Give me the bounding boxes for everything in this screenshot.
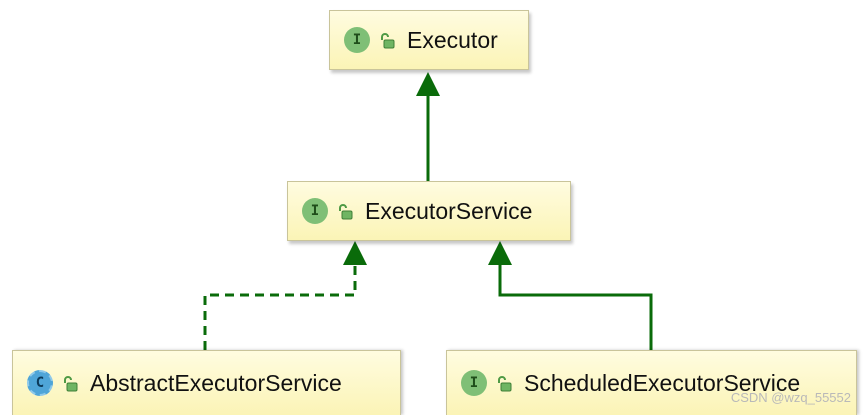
unlocked-lock-icon (379, 32, 395, 49)
node-label: Executor (407, 26, 498, 53)
node-label: ScheduledExecutorService (524, 369, 801, 396)
node-label: AbstractExecutorService (90, 369, 342, 396)
node-label: ExecutorService (365, 197, 533, 224)
node-scheduled-executor-service[interactable]: I ScheduledExecutorService (446, 350, 857, 415)
arrowhead-executorservice-right (488, 241, 512, 265)
interface-icon: I (302, 198, 328, 224)
edge-abstractexecutorservice-to-executorservice (203, 241, 367, 350)
edge-scheduledexecutorservice-to-executorservice (488, 241, 653, 350)
unlocked-lock-icon (337, 203, 353, 220)
edge-executorservice-to-executor (416, 72, 440, 181)
node-abstract-executor-service[interactable]: C AbstractExecutorService (12, 350, 401, 415)
watermark: CSDN @wzq_55552 (730, 390, 851, 405)
interface-icon: I (461, 370, 487, 396)
abstract-class-icon: C (27, 370, 53, 396)
arrowhead-executor (416, 72, 440, 96)
node-executor[interactable]: I Executor (329, 10, 529, 70)
node-executor-service[interactable]: I ExecutorService (287, 181, 571, 241)
unlocked-lock-icon (62, 375, 78, 392)
arrowhead-executorservice-left (343, 241, 367, 265)
interface-icon: I (344, 27, 370, 53)
unlocked-lock-icon (496, 375, 512, 392)
